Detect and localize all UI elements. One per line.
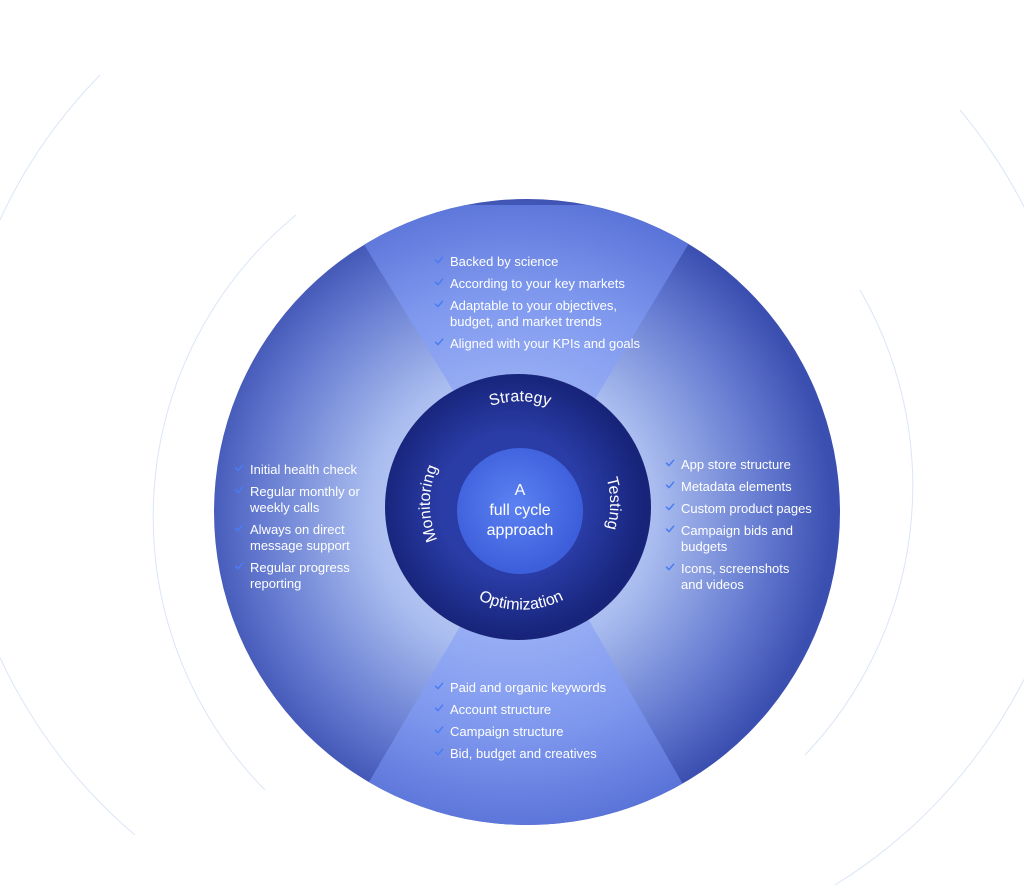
check-icon <box>434 681 444 691</box>
strategy-list-item-text: Adaptable to your objectives, <box>450 298 617 313</box>
center-title: A full cycle approach <box>457 448 583 574</box>
deco-arc-left-outer <box>0 74 136 836</box>
strategy-list-item-text: Backed by science <box>450 254 559 269</box>
check-icon <box>665 562 675 572</box>
monitoring-list-item-text: reporting <box>250 576 302 591</box>
strategy-list-item-text: Aligned with your KPIs and goals <box>450 336 641 351</box>
testing-list-item: Metadata elements <box>665 479 835 495</box>
optimization-wedge <box>338 512 712 825</box>
check-icon <box>234 523 244 533</box>
testing-list-item-text: Metadata elements <box>681 479 792 494</box>
optimization-list-item-text: Paid and organic keywords <box>450 680 607 695</box>
monitoring-list-item-text: message support <box>250 538 350 553</box>
testing-list-item-text: Custom product pages <box>681 501 812 516</box>
center-title-line-1: A <box>514 482 526 499</box>
check-icon <box>434 255 444 265</box>
optimization-list-item: Bid, budget and creatives <box>434 746 674 762</box>
check-icon <box>434 747 444 757</box>
optimization-list-item: Account structure <box>434 702 674 718</box>
monitoring-list-item-text: Regular monthly or <box>250 484 360 499</box>
center-title-line-2: full cycle <box>489 502 551 519</box>
deco-arc-right-inner <box>804 289 914 756</box>
check-icon <box>434 703 444 713</box>
optimization-list-item-text: Campaign structure <box>450 724 564 739</box>
testing-list-item-text: Campaign bids and <box>681 523 794 538</box>
optimization-list-item-text: Bid, budget and creatives <box>450 746 597 761</box>
check-icon <box>434 299 444 309</box>
ring-label-strategy-path: Strategy <box>487 388 553 410</box>
testing-list-item-text: Icons, screenshots <box>681 561 790 576</box>
testing-list-item-text: and videos <box>681 577 744 592</box>
monitoring-list-item-text: Always on direct <box>250 522 345 537</box>
center-circle <box>457 448 583 574</box>
check-icon <box>665 480 675 490</box>
center-title-line-3: approach <box>486 522 554 539</box>
testing-list-item: App store structure <box>665 457 835 473</box>
strategy-list-item-text: budget, and market trends <box>450 314 602 329</box>
monitoring-list-item-text: Initial health check <box>250 462 357 477</box>
check-icon <box>665 502 675 512</box>
ring-label-strategy: Strategy <box>487 388 553 410</box>
monitoring-list-item: Initial health check <box>234 462 384 478</box>
monitoring-list-item-text: weekly calls <box>250 500 320 515</box>
check-icon <box>434 725 444 735</box>
optimization-list-item-text: Account structure <box>450 702 552 717</box>
testing-list-item: Custom product pages <box>665 501 835 517</box>
strategy-list-item: According to your key markets <box>434 276 674 292</box>
strategy-list-item: Adaptable to your objectives,budget, and… <box>434 298 674 330</box>
ring-label-testing: Testing <box>603 475 623 531</box>
check-icon <box>434 337 444 347</box>
decorative-arcs <box>0 74 1024 886</box>
strategy-wedge <box>340 205 712 512</box>
testing-list-item-text: budgets <box>681 539 728 554</box>
ring-label-testing-path: Testing <box>603 475 623 531</box>
strategy-list-item: Backed by science <box>434 254 674 270</box>
check-icon <box>434 277 444 287</box>
check-icon <box>665 524 675 534</box>
wedges <box>338 205 712 825</box>
strategy-list-item-text: According to your key markets <box>450 276 625 291</box>
testing-list-item-text: App store structure <box>681 457 791 472</box>
monitoring-list-item-text: Regular progress <box>250 560 350 575</box>
check-icon <box>234 485 244 495</box>
strategy-list-item: Aligned with your KPIs and goals <box>434 336 674 352</box>
optimization-list-item: Campaign structure <box>434 724 674 740</box>
deco-arc-left-inner <box>152 214 297 791</box>
check-icon <box>665 458 675 468</box>
check-icon <box>234 463 244 473</box>
check-icon <box>234 561 244 571</box>
optimization-list-item: Paid and organic keywords <box>434 680 674 696</box>
deco-arc-right-outer <box>834 109 1024 886</box>
